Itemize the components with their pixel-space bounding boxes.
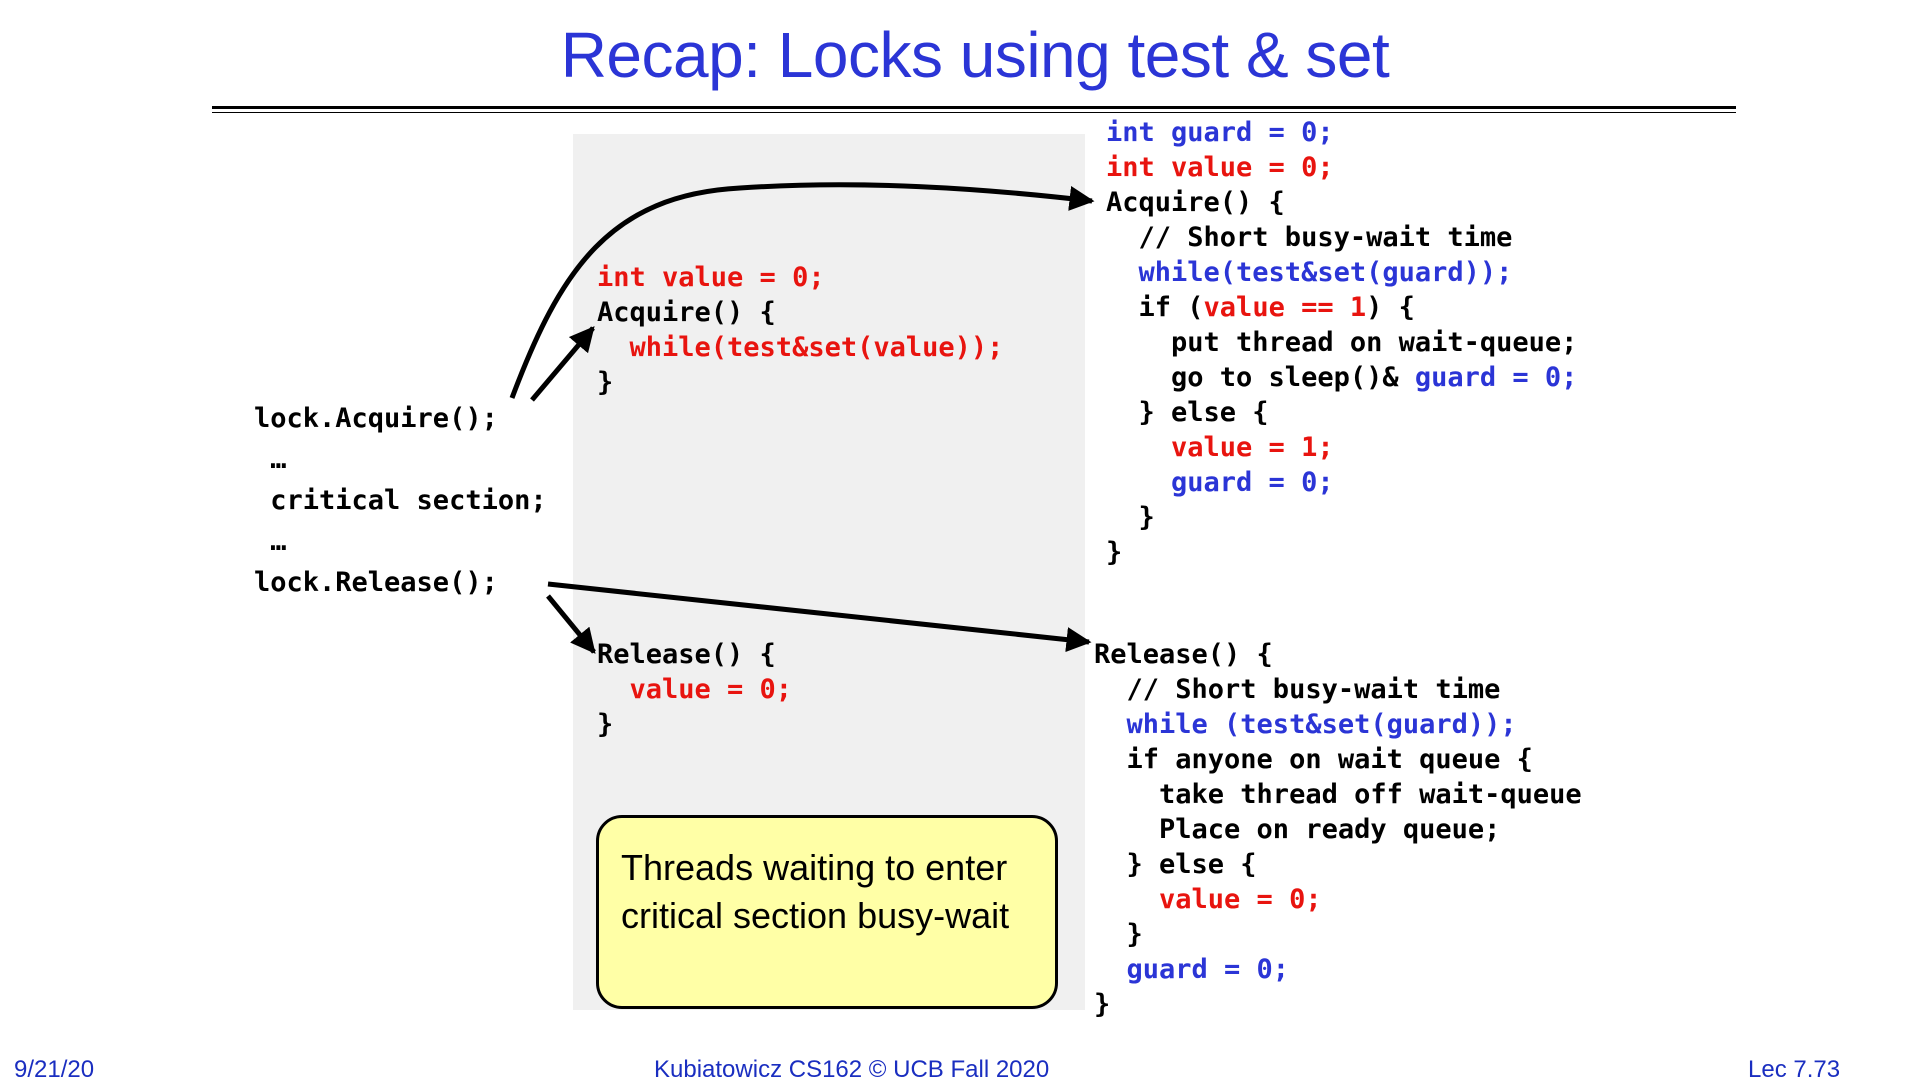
arrow-release-to-simple-release	[546, 594, 596, 654]
code-token: value == 1	[1203, 292, 1367, 323]
code-line: while(test&set(value));	[597, 332, 1004, 363]
code-line: …	[254, 526, 287, 557]
code-line: lock.Acquire();	[254, 403, 498, 434]
title-rule-thin	[212, 112, 1736, 113]
code-line: } else {	[1106, 397, 1269, 428]
code-line: if (value == 1) {	[1106, 290, 1577, 325]
footer-lecture: Lec 7.73	[1748, 1056, 1841, 1083]
code-line: value = 0;	[597, 674, 793, 705]
code-line: …	[254, 444, 287, 475]
code-line: }	[1094, 919, 1143, 950]
code-line: if anyone on wait queue {	[1094, 744, 1533, 775]
guard-release-code: Release() { // Short busy-wait time whil…	[1094, 637, 1582, 1022]
user-code-block: lock.Acquire(); … critical section; … loc…	[254, 398, 547, 603]
footer-date: 9/21/20	[14, 1056, 95, 1083]
code-line: int value = 0;	[597, 262, 825, 293]
code-line: // Short busy-wait time	[1106, 222, 1513, 253]
code-line: take thread off wait-queue	[1094, 779, 1582, 810]
code-line: }	[1106, 537, 1123, 568]
busy-wait-callout: Threads waiting to enter critical sectio…	[596, 815, 1058, 1009]
simple-acquire-code: int value = 0; Acquire() { while(test&set…	[597, 260, 1003, 400]
code-line: Release() {	[597, 639, 776, 670]
code-line: // Short busy-wait time	[1094, 674, 1501, 705]
arrow-acquire-to-guard-acquire	[509, 182, 1095, 399]
code-line: }	[1106, 502, 1155, 533]
code-token: guard = 0;	[1414, 362, 1578, 393]
code-line: guard = 0;	[1106, 467, 1334, 498]
code-line: critical section;	[254, 485, 547, 516]
code-line: }	[597, 709, 614, 740]
code-line: lock.Release();	[254, 567, 498, 598]
code-line: go to sleep()& guard = 0;	[1106, 360, 1577, 395]
code-line: put thread on wait-queue;	[1106, 327, 1578, 358]
code-line: }	[597, 367, 614, 398]
code-line: Release() {	[1094, 639, 1273, 670]
code-token: if (	[1106, 292, 1204, 323]
code-token: ) {	[1366, 292, 1415, 323]
code-line: }	[1094, 989, 1111, 1020]
code-line: value = 1;	[1106, 432, 1334, 463]
code-line: while (test&set(guard));	[1094, 709, 1517, 740]
code-token: go to sleep()&	[1106, 362, 1415, 393]
code-line: Acquire() {	[1106, 187, 1285, 218]
simple-release-code: Release() { value = 0;}	[597, 637, 792, 742]
arrow-release-to-guard-release	[547, 581, 1092, 653]
footer-course: Kubiatowicz CS162 © UCB Fall 2020	[654, 1056, 1050, 1083]
code-line: } else {	[1094, 849, 1257, 880]
code-line: Acquire() {	[597, 297, 776, 328]
arrow-acquire-to-simple-acquire	[530, 326, 595, 402]
guard-acquire-code: int guard = 0;int value = 0;Acquire() { …	[1106, 115, 1577, 570]
code-line: value = 0;	[1094, 884, 1322, 915]
code-line: int value = 0;	[1106, 152, 1334, 183]
title-rule-thick	[212, 106, 1736, 109]
code-line: int guard = 0;	[1106, 117, 1334, 148]
slide-title: Recap: Locks using test & set	[560, 19, 1390, 91]
code-line: guard = 0;	[1094, 954, 1290, 985]
code-line: while(test&set(guard));	[1106, 257, 1513, 288]
code-line: Place on ready queue;	[1094, 814, 1501, 845]
